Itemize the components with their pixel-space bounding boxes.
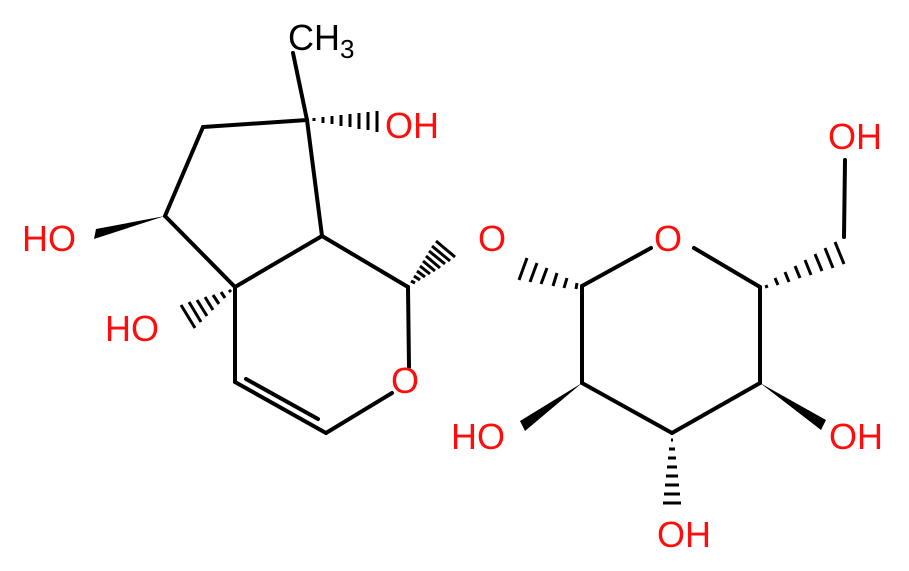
bond-ch2-oh: [842, 158, 847, 239]
bond-c4p-c3p: [670, 381, 762, 435]
bond-c7-c6: [163, 125, 205, 218]
bond-c8-c4a: [305, 118, 324, 238]
hash-c1p-oglyc: [517, 257, 579, 290]
hash-c8-oh: [312, 111, 379, 132]
bond-o5p-c5p: [692, 246, 762, 289]
bond-c3-c4-inner: [244, 377, 320, 421]
label-ho-c6: HO: [22, 218, 76, 259]
label-o-glycosidic: O: [478, 218, 506, 259]
bond-c1-o2: [406, 285, 411, 369]
label-oh-c4p: OH: [829, 416, 883, 457]
wedge-c6-oh: [94, 216, 165, 239]
label-oh-ch2: OH: [828, 116, 882, 157]
bond-c6-c5: [163, 214, 237, 289]
hash-c5-oh: [179, 288, 233, 329]
bond-c4a-c1: [320, 234, 410, 289]
atom-labels: CH3 OH HO HO O O O OH HO OH OH: [22, 17, 883, 555]
bond-c7-c8: [201, 118, 309, 129]
sugar-bonds: [580, 158, 847, 435]
hash-c5p-ch2: [764, 241, 846, 289]
wedge-c4p-oh: [760, 383, 826, 430]
hash-c3p-oh: [663, 438, 681, 505]
label-ch3: CH3: [288, 17, 354, 64]
wedge-c2p-oh: [520, 383, 582, 431]
label-oh-c7: OH: [385, 105, 439, 146]
bond-c1p-o5p: [580, 246, 653, 288]
label-ho-c5: HO: [105, 308, 159, 349]
aglycone-bonds: [163, 51, 411, 435]
bond-o2-c3: [324, 391, 394, 435]
label-o-ring-sugar: O: [654, 218, 682, 259]
hash-c1-oglyc: [410, 239, 456, 285]
bond-c3-c4: [233, 380, 328, 435]
label-oh-c3p: OH: [657, 514, 711, 555]
bond-c3p-c2p: [580, 381, 674, 435]
label-ho-c2p: HO: [451, 416, 505, 457]
label-o-ring-left: O: [391, 360, 419, 401]
bond-c8-methyl: [291, 51, 309, 122]
bond-c5-c4a: [233, 234, 324, 289]
